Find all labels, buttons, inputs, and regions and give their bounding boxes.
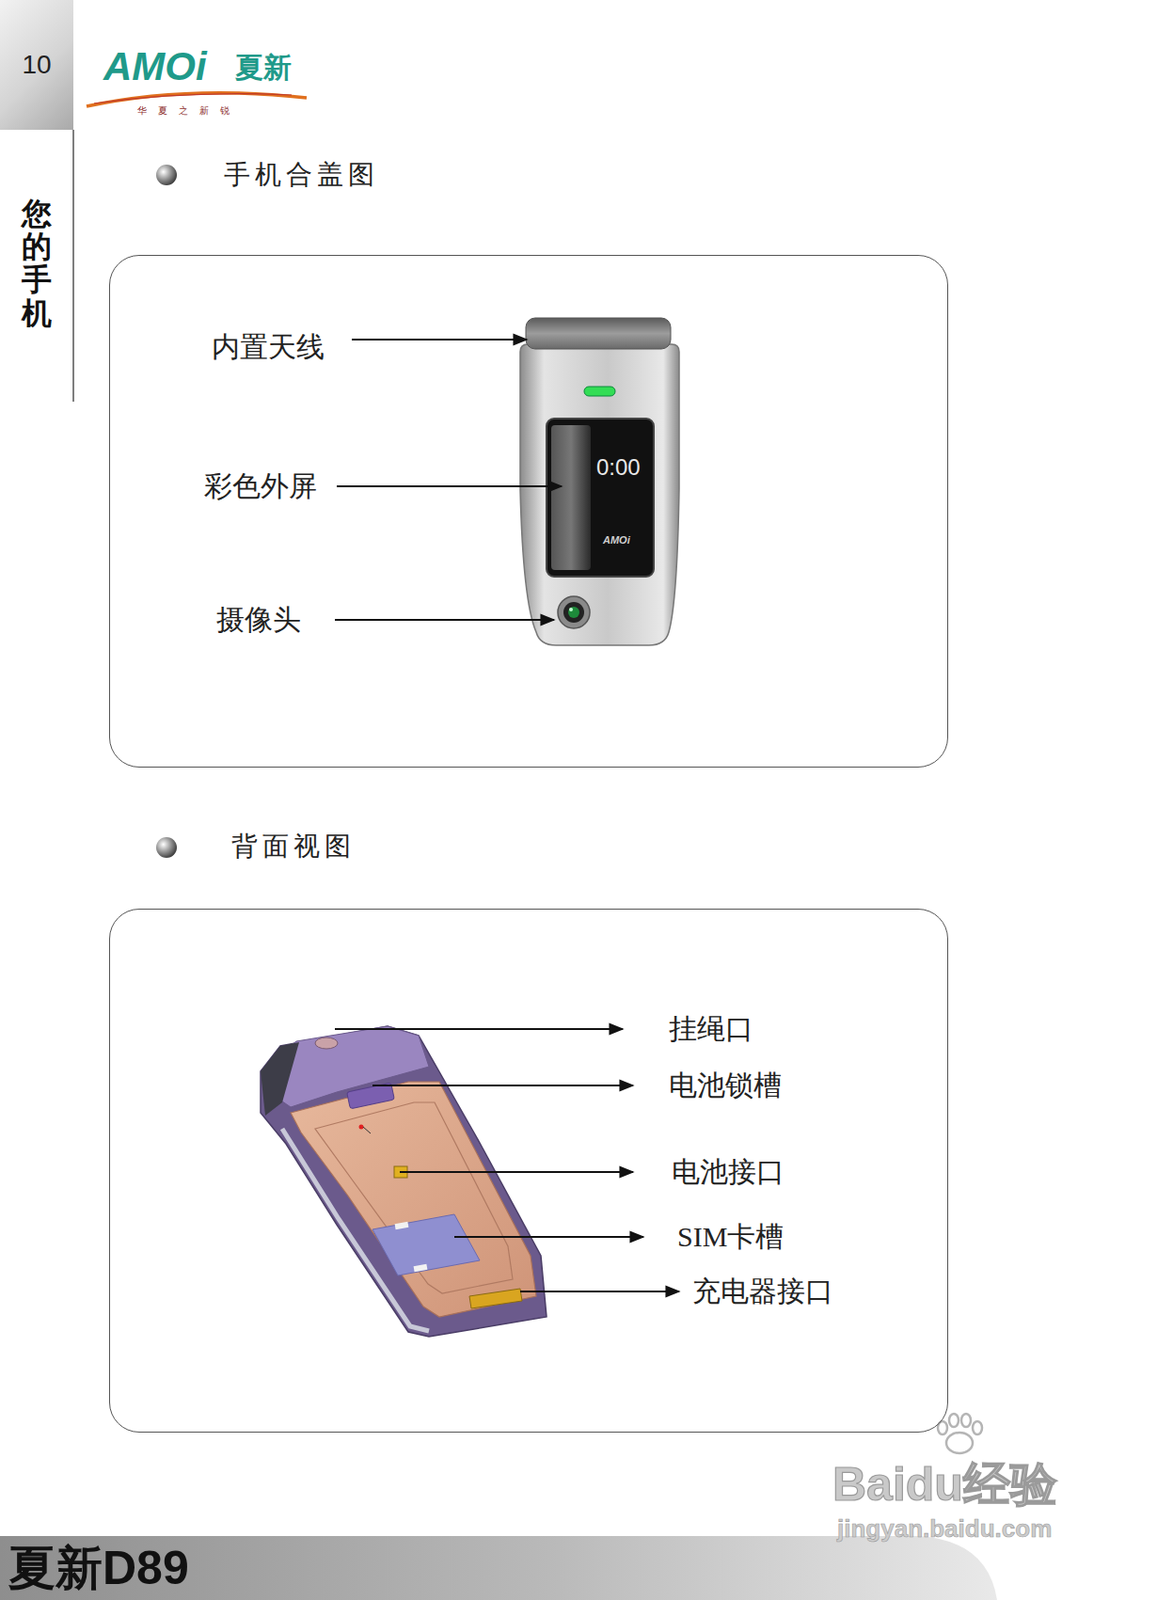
tab-rule xyxy=(72,129,75,402)
part-label: 摄像头 xyxy=(216,602,302,637)
battery-bay xyxy=(315,1102,513,1294)
leader-line xyxy=(399,1171,634,1173)
detail-dot xyxy=(359,1125,365,1130)
paw-toe xyxy=(949,1413,959,1427)
section-bullet xyxy=(156,837,177,858)
status-led xyxy=(584,386,616,397)
watermark-paw xyxy=(937,1413,983,1454)
leader-line xyxy=(334,1028,623,1031)
camera-housing xyxy=(563,602,585,623)
section-tab: 您的手机 xyxy=(21,197,52,331)
camera-ring xyxy=(557,596,590,629)
sim-slot xyxy=(372,1214,480,1276)
battery-lock xyxy=(347,1082,396,1110)
paw-toe xyxy=(937,1421,948,1435)
leader-line xyxy=(372,1084,634,1087)
watermark: Baidu经验 xyxy=(832,1456,1058,1513)
charger-port xyxy=(469,1288,523,1309)
watermark: jingyan.baidu.com xyxy=(837,1514,1052,1544)
leader-line xyxy=(454,1236,644,1238)
part-label: 电池锁槽 xyxy=(668,1068,782,1103)
paw-pad xyxy=(946,1432,973,1454)
section-heading: 背面视图 xyxy=(231,830,356,863)
sim-tab xyxy=(395,1221,410,1230)
hinge-end xyxy=(260,1042,300,1116)
outer-screen xyxy=(546,418,654,577)
screen-clock: 0:00 xyxy=(596,453,641,481)
phone-front xyxy=(520,317,680,646)
lanyard-hole xyxy=(315,1037,338,1049)
screen-reflection xyxy=(551,425,591,571)
back-cover xyxy=(290,1081,537,1317)
paw-toe xyxy=(972,1421,983,1435)
sim-tab xyxy=(413,1264,428,1272)
part-label: 充电器接口 xyxy=(692,1274,834,1309)
logo-text: 夏新 xyxy=(235,50,292,85)
page-number: 10 xyxy=(21,49,51,80)
logo-text: AMOi xyxy=(103,43,207,91)
part-label: SIM卡槽 xyxy=(677,1220,784,1254)
page-number-box: 10 xyxy=(0,0,74,130)
logo-swoosh xyxy=(86,93,307,107)
part-label: 内置天线 xyxy=(211,330,325,365)
figure-panel: 背面视图 xyxy=(109,908,949,1433)
footer-band: 夏新D89 xyxy=(0,1536,1013,1600)
paw-toe xyxy=(961,1413,971,1427)
model-name: 夏新D89 xyxy=(0,1536,1013,1600)
leader-line xyxy=(351,338,527,341)
leader-line xyxy=(334,618,555,621)
part-label: 彩色外屏 xyxy=(204,469,318,504)
detail-wire xyxy=(363,1126,371,1134)
logo-slogan: 华夏之新锐 xyxy=(137,105,241,117)
section-heading: 手机合盖图 xyxy=(223,158,380,191)
part-label: 挂绳口 xyxy=(668,1012,754,1047)
phone-back xyxy=(260,1026,547,1337)
phone-body xyxy=(520,344,680,646)
screen-logo: AMOi xyxy=(602,534,631,547)
section-bullet xyxy=(156,164,177,186)
lens-highlight xyxy=(569,607,573,612)
hinge-antenna xyxy=(525,317,671,349)
logo-swoosh xyxy=(94,94,292,104)
part-label: 电池接口 xyxy=(671,1155,785,1189)
leader-line xyxy=(520,1290,680,1293)
leader-line xyxy=(336,485,562,488)
camera-lens xyxy=(568,606,580,619)
phone-shell xyxy=(260,1026,547,1337)
